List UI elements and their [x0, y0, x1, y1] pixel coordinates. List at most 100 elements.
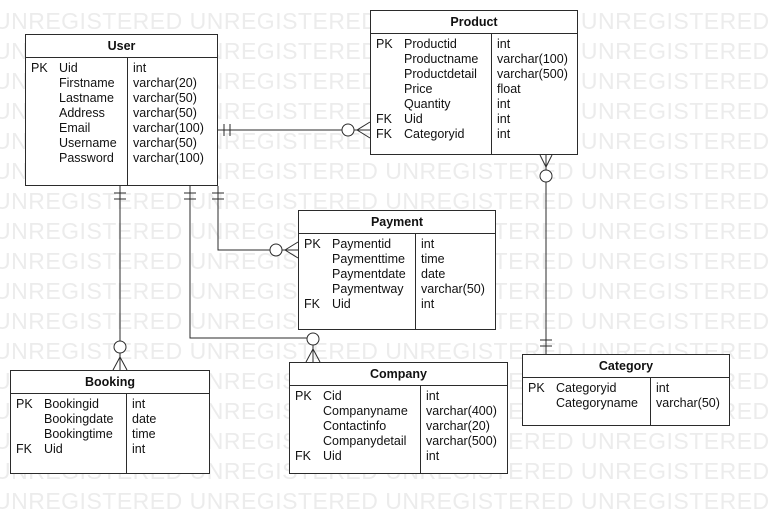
key-label	[376, 52, 400, 67]
field-name: Categoryid	[404, 127, 465, 141]
key-label	[31, 76, 55, 91]
field-name: Productdetail	[404, 67, 477, 81]
key-label	[376, 67, 400, 82]
key-label	[295, 419, 319, 434]
field-name: Productname	[404, 52, 479, 66]
field-type: int	[656, 381, 670, 395]
relationship-user-company[interactable]	[184, 186, 321, 363]
field-name: Contactinfo	[323, 419, 387, 433]
field-type: varchar(50)	[133, 136, 197, 150]
relationship-user-booking[interactable]	[112, 186, 128, 371]
entity-title: Company	[290, 363, 507, 386]
field-name: Price	[404, 82, 433, 96]
field-name: Categoryname	[556, 396, 638, 410]
key-label	[376, 97, 400, 112]
entity-title: User	[26, 35, 217, 58]
key-label	[295, 404, 319, 419]
key-label	[376, 82, 400, 97]
key-label: FK	[304, 297, 320, 311]
field-type: int	[132, 397, 146, 411]
key-label: PK	[295, 389, 312, 403]
field-type: date	[132, 412, 157, 426]
field-type: varchar(20)	[426, 419, 490, 433]
field-type: int	[133, 61, 147, 75]
field-type: int	[497, 127, 511, 141]
field-name: Uid	[332, 297, 351, 311]
field-type: varchar(500)	[426, 434, 497, 448]
field-type: varchar(100)	[133, 151, 204, 165]
relationship-user-payment[interactable]	[212, 186, 299, 259]
key-label	[16, 412, 40, 427]
key-label	[16, 427, 40, 442]
field-type: int	[132, 442, 146, 456]
field-name: Bookingtime	[44, 427, 113, 441]
key-label: FK	[295, 449, 311, 463]
key-label	[31, 91, 55, 106]
field-type: varchar(20)	[133, 76, 197, 90]
field-type: varchar(100)	[497, 52, 568, 66]
field-type: time	[421, 252, 445, 266]
key-label	[31, 136, 55, 151]
field-name: Firstname	[59, 76, 115, 90]
field-name: Paymentid	[332, 237, 392, 251]
entity-payment[interactable]: Payment PK FK Paymentid Paymenttime Paym…	[298, 210, 496, 330]
field-name: Companydetail	[323, 434, 407, 448]
field-type: date	[421, 267, 446, 281]
field-name: Address	[59, 106, 105, 120]
relationship-user-product[interactable]	[218, 121, 371, 139]
field-name: Paymentway	[332, 282, 404, 296]
field-name: Username	[59, 136, 117, 150]
entity-booking[interactable]: Booking PK FK Bookingid Bookingdate Book…	[10, 370, 210, 474]
field-name: Bookingid	[44, 397, 99, 411]
key-label	[528, 396, 552, 411]
field-type: varchar(50)	[133, 91, 197, 105]
field-type: int	[426, 389, 440, 403]
key-label	[31, 106, 55, 121]
field-type: varchar(50)	[421, 282, 485, 296]
field-type: time	[132, 427, 156, 441]
field-type: varchar(50)	[656, 396, 720, 410]
field-type: int	[426, 449, 440, 463]
key-label	[304, 252, 328, 267]
field-name: Categoryid	[556, 381, 617, 395]
entity-user[interactable]: User PK Uid Firstname Lastname Address E…	[25, 34, 218, 186]
field-type: float	[497, 82, 521, 96]
field-name: Uid	[59, 61, 78, 75]
key-label: PK	[16, 397, 33, 411]
field-name: Lastname	[59, 91, 114, 105]
key-label: PK	[31, 61, 48, 75]
field-name: Email	[59, 121, 91, 135]
entity-title: Booking	[11, 371, 209, 394]
field-type: int	[421, 297, 435, 311]
entity-category[interactable]: Category PK Categoryid Categoryname int …	[522, 354, 730, 426]
key-label: FK	[376, 127, 392, 141]
key-label	[304, 282, 328, 297]
field-name: Paymentdate	[332, 267, 406, 281]
field-type: varchar(100)	[133, 121, 204, 135]
key-label: PK	[376, 37, 393, 51]
field-name: Productid	[404, 37, 457, 51]
entity-company[interactable]: Company PK FK Cid Companyname Contactinf…	[289, 362, 508, 474]
field-name: Uid	[323, 449, 342, 463]
key-label: PK	[528, 381, 545, 395]
field-type: int	[497, 112, 511, 126]
relationship-product-category[interactable]	[539, 154, 553, 354]
key-label	[31, 121, 55, 136]
key-label	[304, 267, 328, 282]
key-label: PK	[304, 237, 321, 251]
field-name: Cid	[323, 389, 342, 403]
field-type: varchar(50)	[133, 106, 197, 120]
entity-title: Category	[523, 355, 729, 378]
key-label	[295, 434, 319, 449]
field-name: Password	[59, 151, 114, 165]
key-label: FK	[376, 112, 392, 126]
key-label	[31, 151, 55, 166]
field-type: varchar(400)	[426, 404, 497, 418]
field-name: Uid	[404, 112, 423, 126]
entity-product[interactable]: Product PK FK FK Productid Productname P…	[370, 10, 578, 155]
field-type: varchar(500)	[497, 67, 568, 81]
field-type: int	[497, 37, 511, 51]
field-name: Bookingdate	[44, 412, 114, 426]
field-type: int	[421, 237, 435, 251]
